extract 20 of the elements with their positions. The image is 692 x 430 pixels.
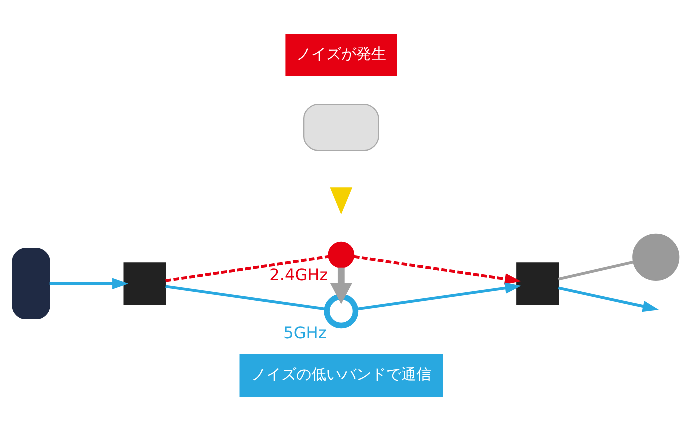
connector [558,260,634,280]
node-box: ノイズが発生 [286,34,398,76]
arrow [354,254,522,284]
arrow [50,278,129,289]
node-box: ノイズの低いバンドで通信 [240,354,444,396]
node-box [124,262,166,305]
node-circle [324,294,359,328]
node-box [12,248,50,319]
arrow [558,286,660,312]
arrow [356,282,522,310]
arrow [330,267,353,304]
node-circle [632,233,680,280]
connector [166,254,330,282]
node-label: 5GHz [284,323,327,342]
connector [166,284,328,310]
node-box [304,104,380,151]
node-cross [328,241,355,268]
node-box [516,262,560,305]
node-picture [330,187,353,214]
node-label: 2.4GHz [270,265,328,284]
